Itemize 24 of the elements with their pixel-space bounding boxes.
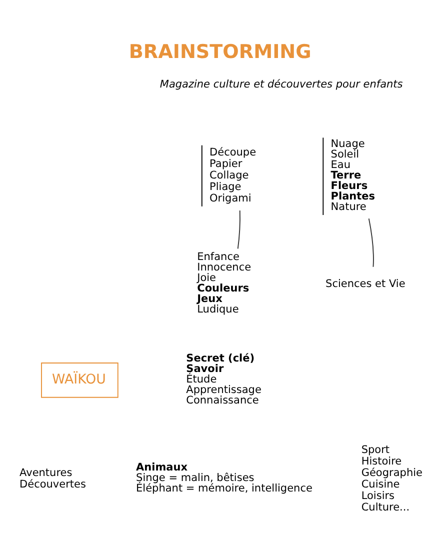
label: Sport: [361, 444, 390, 456]
node-text: Découpe Papier Collage Pliage Origami: [210, 146, 256, 204]
diagram-title: BRAINSTORMING: [128, 39, 312, 62]
label: Éléphant = mémoire, intelligence: [136, 482, 312, 494]
label: Singe = malin, bêtises: [136, 472, 254, 484]
label: Étude: [186, 372, 217, 385]
label: Découvertes: [20, 478, 86, 490]
label: Secret (clé): [186, 352, 255, 364]
label: Aventures: [20, 466, 72, 478]
connector: [237, 210, 240, 249]
label: Apprentissage: [186, 383, 262, 396]
label: Loisirs: [361, 489, 395, 502]
node-text: Nuage Soleil Eau Terre Fleurs Plantes Nature: [330, 138, 376, 213]
label: Culture...: [361, 500, 410, 513]
node-text: Enfance Innocence Joie Couleurs Jeux Ludique: [197, 250, 252, 316]
node-text: Sciences et Vie: [326, 277, 406, 290]
label: Savoir: [186, 362, 224, 374]
connector: [368, 218, 374, 267]
label: Histoire: [361, 454, 402, 467]
node-box: WAÏKOU: [41, 362, 118, 398]
label: Cuisine: [361, 478, 400, 490]
label: Animaux: [136, 461, 188, 474]
label: Géographie: [361, 466, 422, 478]
label: Magazine culture et découvertes pour enfants: [160, 78, 403, 90]
